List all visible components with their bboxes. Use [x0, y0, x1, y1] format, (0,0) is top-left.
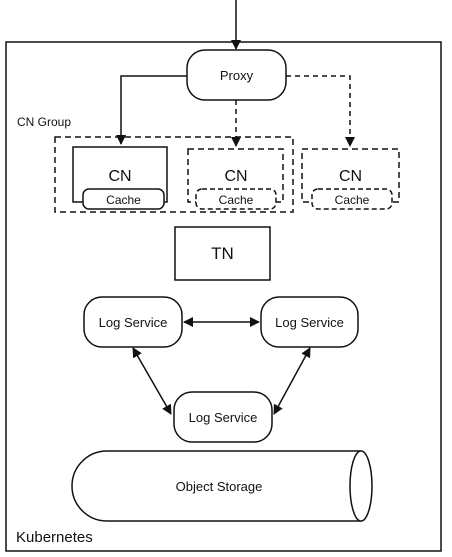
proxy-label: Proxy — [220, 68, 254, 83]
cn-node-1-label: CN — [108, 168, 131, 185]
log-service-1 — [83, 296, 183, 348]
cn-node-1-cache — [82, 188, 165, 210]
object-storage-label: Object Storage — [176, 479, 263, 494]
cn-group-label: CN Group — [17, 115, 71, 129]
log-link-1-3 — [132, 347, 172, 415]
proxy-to-cn-1-arrow — [116, 75, 187, 145]
log-link-2-3 — [273, 347, 311, 415]
cn-node-3-label: CN — [339, 168, 362, 185]
cn-node-3-cache — [311, 188, 393, 210]
log-service-2-label: Log Service — [275, 315, 344, 330]
object-storage-cylinder — [71, 450, 361, 522]
log-service-2 — [260, 296, 359, 348]
proxy-to-cn-3-arrow — [286, 75, 355, 147]
kubernetes-label: Kubernetes — [16, 529, 93, 546]
tn-box — [174, 226, 271, 281]
log-service-3 — [173, 391, 273, 443]
kubernetes-cluster-box — [5, 41, 442, 552]
cn-node-3-cache-label: Cache — [335, 193, 370, 207]
log-service-1-label: Log Service — [99, 315, 168, 330]
log-service-3-label: Log Service — [189, 410, 258, 425]
tn-label: TN — [211, 244, 234, 263]
cn-node-2-cache — [195, 188, 277, 210]
cn-node-1-cache-label: Cache — [106, 193, 141, 207]
cn-node-2-label: CN — [224, 168, 247, 185]
cn-node-2-cache-label: Cache — [219, 193, 254, 207]
object-storage-cylinder-end — [349, 450, 373, 522]
cn-group-box — [54, 136, 294, 213]
